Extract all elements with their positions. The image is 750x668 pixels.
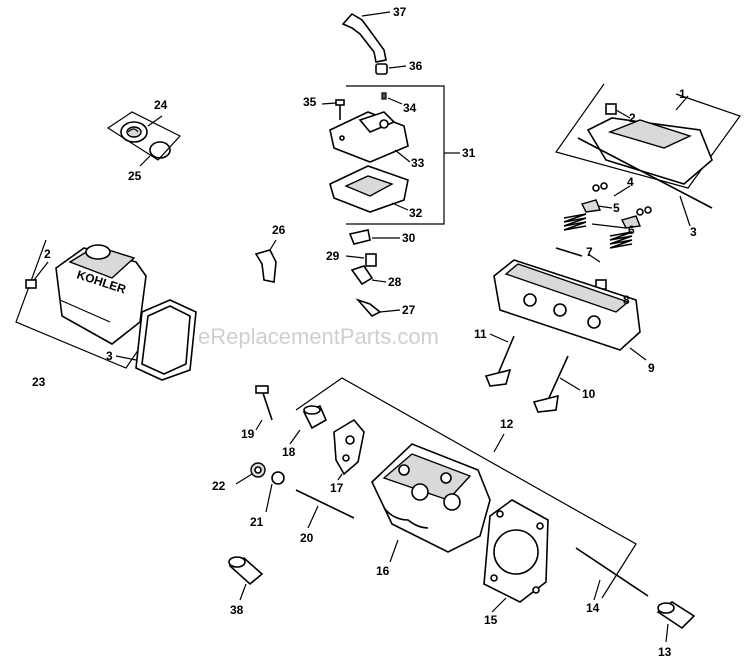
part-9-rocker-housing[interactable] <box>493 259 647 361</box>
part-27-clip[interactable] <box>355 298 401 317</box>
part-14-push-rod[interactable] <box>575 547 649 601</box>
callout-2-right: 2 <box>629 111 636 125</box>
part-5-spring-caps[interactable] <box>580 199 641 229</box>
part-3-gasket-right[interactable] <box>577 137 713 227</box>
callout-38: 38 <box>230 603 244 617</box>
part-37-breather-tube[interactable] <box>341 11 391 63</box>
callout-11: 11 <box>474 327 487 341</box>
part-15-head-gasket[interactable] <box>483 499 549 613</box>
callout-3-left: 3 <box>106 349 113 363</box>
part-3-gasket-left[interactable] <box>115 299 197 381</box>
part-2-bolt-right[interactable] <box>605 103 631 119</box>
callout-28: 28 <box>388 275 402 289</box>
part-32-breather-gasket[interactable] <box>329 165 409 213</box>
part-11-intake-valve[interactable] <box>484 333 515 387</box>
callout-37: 37 <box>393 5 407 19</box>
callout-27: 27 <box>402 303 416 317</box>
part-29-screw[interactable] <box>345 253 377 267</box>
part-28-fitting[interactable] <box>350 265 387 286</box>
callout-10: 10 <box>582 387 596 401</box>
callout-6: 6 <box>628 223 635 237</box>
callout-36: 36 <box>409 59 423 73</box>
callout-33: 33 <box>411 156 425 170</box>
callout-34: 34 <box>403 101 417 115</box>
part-26-bracket[interactable] <box>254 239 277 283</box>
part-36-grommet[interactable] <box>375 63 407 75</box>
callout-26: 26 <box>272 223 286 237</box>
callout-12: 12 <box>500 417 514 431</box>
part-38-sleeve[interactable] <box>228 556 264 601</box>
part-17-rocker-arm[interactable] <box>333 418 365 481</box>
callout-14: 14 <box>586 601 600 615</box>
callout-31: 31 <box>462 146 476 160</box>
callout-21: 21 <box>250 515 264 529</box>
callout-23: 23 <box>32 375 46 389</box>
callout-5: 5 <box>613 201 620 215</box>
callout-15: 15 <box>484 613 498 627</box>
callout-1: 1 <box>679 87 686 101</box>
callout-24: 24 <box>154 98 168 112</box>
part-22-nut[interactable] <box>235 462 266 485</box>
part-1-valve-cover-right[interactable] <box>586 95 713 185</box>
part-7-pin[interactable] <box>555 247 601 263</box>
group-31-bracket <box>346 85 445 225</box>
part-35-bolt[interactable] <box>321 99 345 120</box>
callout-22: 22 <box>212 479 226 493</box>
callout-18: 18 <box>282 445 296 459</box>
part-24-oil-fill-cap[interactable] <box>120 115 163 143</box>
callout-19: 19 <box>241 427 255 441</box>
part-20-stud[interactable] <box>295 489 355 529</box>
callout-20: 20 <box>300 531 314 545</box>
callout-4: 4 <box>627 175 634 189</box>
callout-17: 17 <box>330 481 344 495</box>
part-16-cylinder-head[interactable] <box>371 443 491 563</box>
callout-35: 35 <box>303 95 317 109</box>
callout-8: 8 <box>623 293 630 307</box>
part-18-spacer[interactable] <box>289 404 328 445</box>
group-12-bracket <box>295 377 637 599</box>
callout-25: 25 <box>128 169 142 183</box>
callout-7: 7 <box>586 245 593 259</box>
part-2-bolt-left[interactable] <box>25 261 49 289</box>
callout-labels: 37 36 35 34 31 33 32 30 29 28 27 26 24 2… <box>32 5 697 659</box>
part-30-reed[interactable] <box>348 229 400 245</box>
part-6-valve-springs[interactable] <box>563 213 633 249</box>
part-25-o-ring[interactable] <box>139 141 171 167</box>
part-34-pin[interactable] <box>381 92 403 105</box>
group-1-bracket <box>555 83 741 189</box>
part-10-exhaust-valve[interactable] <box>532 355 581 413</box>
callout-13: 13 <box>658 645 672 659</box>
callout-29: 29 <box>326 249 340 263</box>
callout-9: 9 <box>648 361 655 375</box>
part-21-washer[interactable] <box>265 471 285 513</box>
part-13-lifter[interactable] <box>656 601 696 643</box>
callout-16: 16 <box>376 564 390 578</box>
part-4-keepers[interactable] <box>592 182 652 216</box>
watermark-text: eReplacementParts.com <box>198 324 439 349</box>
callout-3-right: 3 <box>690 225 697 239</box>
part-33-breather-cover[interactable] <box>329 111 411 163</box>
callout-32: 32 <box>409 206 423 220</box>
callout-2-left: 2 <box>44 247 51 261</box>
part-19-bolt[interactable] <box>255 385 273 431</box>
callout-30: 30 <box>402 231 416 245</box>
group-24-bracket <box>106 111 181 161</box>
part-23-valve-cover-left[interactable]: KOHLER <box>55 244 147 345</box>
